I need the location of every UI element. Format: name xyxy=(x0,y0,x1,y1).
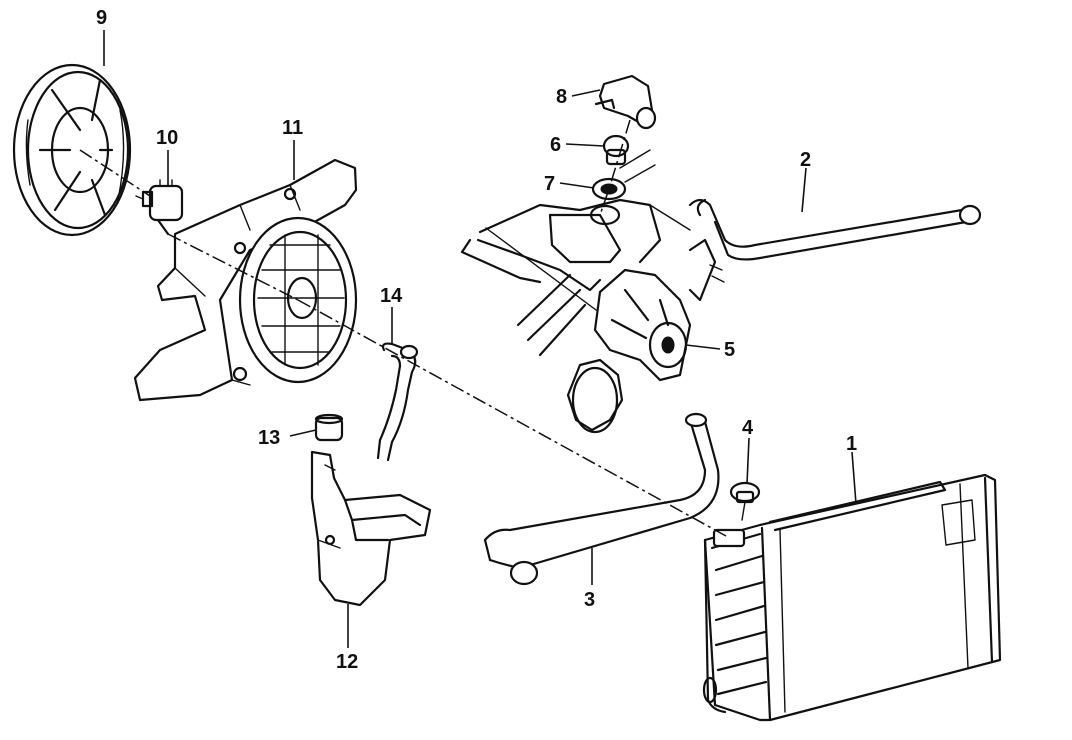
water-outlet xyxy=(594,74,657,130)
center-lines xyxy=(79,119,727,537)
upper-radiator-hose xyxy=(688,198,982,261)
callout-2: 2 xyxy=(800,149,811,171)
callout-14: 14 xyxy=(380,285,403,307)
callout-4: 4 xyxy=(742,417,754,439)
callout-7: 7 xyxy=(544,173,555,195)
callout-13: 13 xyxy=(258,427,280,449)
callout-8: 8 xyxy=(556,86,567,108)
radiator-cap xyxy=(729,481,761,521)
leader-lines xyxy=(103,30,857,648)
overflow-hose xyxy=(376,342,419,462)
callout-10: 10 xyxy=(156,127,178,149)
fan-blade xyxy=(12,63,132,237)
callout-3: 3 xyxy=(584,589,595,611)
radiator xyxy=(702,473,1002,722)
callout-labels: 1 2 3 4 5 6 7 8 9 10 11 12 13 14 xyxy=(96,7,857,673)
callout-11: 11 xyxy=(282,117,303,139)
thermostat-seal xyxy=(591,177,627,201)
engine-block xyxy=(460,149,725,357)
water-pump xyxy=(566,268,692,434)
callout-1: 1 xyxy=(846,433,857,455)
callout-6: 6 xyxy=(550,134,561,156)
callout-5: 5 xyxy=(724,339,735,361)
coolant-reservoir xyxy=(310,450,432,607)
fan-motor xyxy=(135,179,184,236)
reservoir-cap xyxy=(314,413,344,442)
lower-radiator-hose xyxy=(483,412,720,586)
callout-9: 9 xyxy=(96,7,107,29)
callout-12: 12 xyxy=(336,651,358,673)
